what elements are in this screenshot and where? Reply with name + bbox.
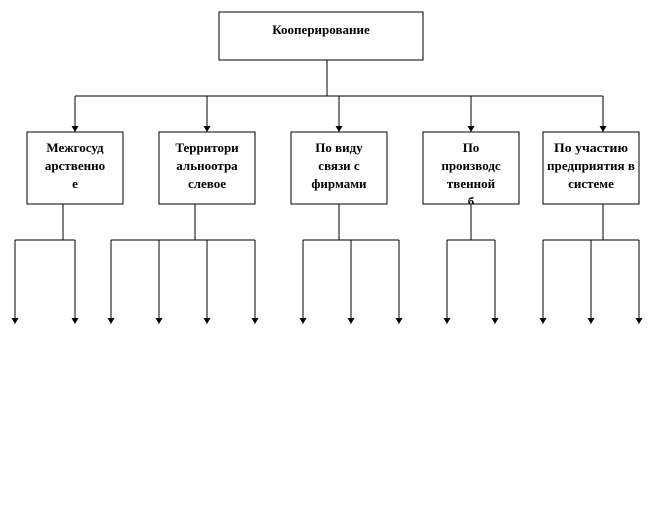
branches-category-1 [11, 204, 79, 324]
branch-5-arrowhead-1 [539, 318, 547, 324]
category-box-3 [290, 131, 388, 205]
category-5-line-3: системе [568, 176, 614, 191]
root-node: Кооперирование [218, 11, 424, 61]
category-2-line-3: слевое [188, 176, 226, 191]
branch-4-arrowhead-1 [443, 318, 451, 324]
branch-3-arrowhead-3 [395, 318, 403, 324]
branches-category-2 [107, 204, 259, 324]
branches-category-4 [443, 204, 499, 324]
arrowhead-3 [335, 126, 343, 132]
branch-2-arrowhead-1 [107, 318, 115, 324]
branch-2-arrowhead-3 [203, 318, 211, 324]
category-3-line-3: фирмами [311, 176, 367, 191]
root-connectors [71, 60, 607, 132]
arrowhead-2 [203, 126, 211, 132]
category-1-line-2: арственно [45, 158, 105, 173]
category-box-2 [158, 131, 256, 205]
root-label: Кооперирование [272, 22, 370, 37]
category-1-line-3: е [72, 176, 78, 191]
category-box-4 [422, 131, 520, 205]
category-node-5: По участию предприятия в системе [542, 131, 640, 205]
arrowhead-1 [71, 126, 79, 132]
category-2-line-2: альноотра [176, 158, 238, 173]
root-box [218, 11, 424, 61]
category-5-line-2: предприятия в [547, 158, 635, 173]
branch-5-arrowhead-3 [635, 318, 643, 324]
category-box-5 [542, 131, 640, 205]
category-box-1 [26, 131, 124, 205]
branch-1-arrowhead-1 [11, 318, 19, 324]
category-4-line-4: б [468, 194, 475, 209]
category-3-line-1: По виду [315, 140, 363, 155]
branches-category-5 [539, 204, 643, 324]
branch-3-arrowhead-1 [299, 318, 307, 324]
branch-1-arrowhead-2 [71, 318, 79, 324]
category-node-3: По виду связи с фирмами [290, 131, 388, 205]
category-3-line-2: связи с [318, 158, 360, 173]
branch-2-arrowhead-2 [155, 318, 163, 324]
category-node-1: Межгосуд арственно е [26, 131, 124, 205]
category-4-line-3: твенной [447, 176, 496, 191]
arrowhead-5 [599, 126, 607, 132]
category-4-line-2: производс [441, 158, 501, 173]
branch-4-arrowhead-2 [491, 318, 499, 324]
branch-5-arrowhead-2 [587, 318, 595, 324]
category-node-4: По производс твенной б [422, 131, 520, 209]
category-node-2: Территори альноотра слевое [158, 131, 256, 205]
category-1-line-1: Межгосуд [46, 140, 104, 155]
arrowhead-4 [467, 126, 475, 132]
category-2-line-1: Территори [175, 140, 239, 155]
branch-3-arrowhead-2 [347, 318, 355, 324]
category-4-line-1: По [463, 140, 480, 155]
branches-category-3 [299, 204, 403, 324]
branch-2-arrowhead-4 [251, 318, 259, 324]
category-5-line-1: По участию [554, 140, 628, 155]
